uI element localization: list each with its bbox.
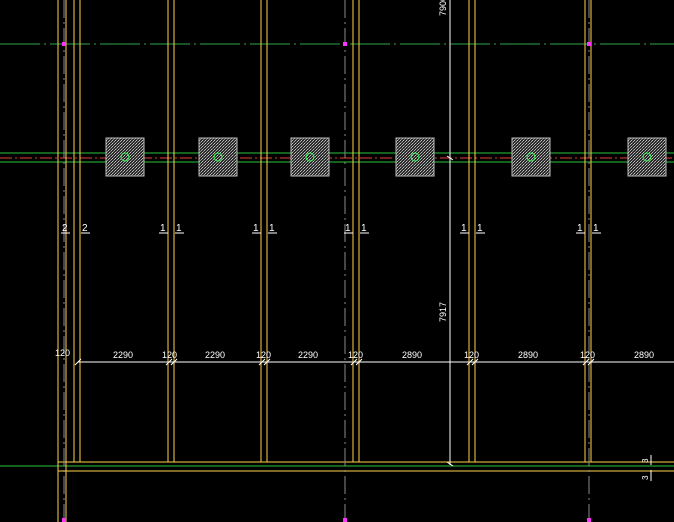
dimension-label: 2890 — [634, 350, 654, 360]
column-block[interactable] — [198, 137, 238, 177]
section-tag: 1 — [269, 223, 275, 234]
grid-node[interactable] — [62, 42, 66, 46]
vertical-dimension-label: 7900 — [438, 0, 448, 16]
vertical-centre-lines — [63, 0, 590, 522]
dimension-label: 120 — [162, 350, 177, 360]
grid-node[interactable] — [343, 42, 347, 46]
dimension-label: 2290 — [205, 350, 225, 360]
section-tag: 1 — [461, 223, 467, 234]
grid-node[interactable] — [62, 518, 66, 522]
dimension-label: 120 — [464, 350, 479, 360]
dimension-label: 2890 — [518, 350, 538, 360]
magenta-nodes — [62, 42, 591, 522]
dimension-label: 120 — [348, 350, 363, 360]
dimension-label: 2290 — [298, 350, 318, 360]
vertical-wall-lines — [57, 0, 592, 522]
grid-node[interactable] — [343, 518, 347, 522]
dimension-label: 120 — [580, 350, 595, 360]
column-blocks — [105, 137, 667, 177]
dimension-label: 2290 — [113, 350, 133, 360]
column-block[interactable] — [105, 137, 145, 177]
section-tag: 1 — [577, 223, 583, 234]
section-tag: 2 — [62, 223, 68, 234]
column-block[interactable] — [511, 137, 551, 177]
section-tag: 2 — [82, 223, 88, 234]
section-tag: 1 — [253, 223, 259, 234]
dimension-label: 120 — [55, 348, 70, 358]
section-tag: 1 — [361, 223, 367, 234]
right-tag: 3 — [641, 458, 650, 463]
dimension-tick — [446, 155, 454, 161]
column-block[interactable] — [627, 137, 667, 177]
right-tag: 3 — [641, 475, 650, 480]
dimension-ticks — [74, 358, 595, 366]
dimension-tick — [446, 461, 454, 467]
section-tag: 1 — [345, 223, 351, 234]
column-block[interactable] — [290, 137, 330, 177]
dimension-label: 120 — [256, 350, 271, 360]
grid-node[interactable] — [587, 518, 591, 522]
column-block[interactable] — [395, 137, 435, 177]
section-tag: 1 — [593, 223, 599, 234]
grid-node[interactable] — [587, 42, 591, 46]
section-tag: 1 — [176, 223, 182, 234]
section-tag: 1 — [160, 223, 166, 234]
dimension-label: 2890 — [402, 350, 422, 360]
vertical-dimension-label: 7917 — [438, 302, 448, 322]
section-tag: 1 — [477, 223, 483, 234]
